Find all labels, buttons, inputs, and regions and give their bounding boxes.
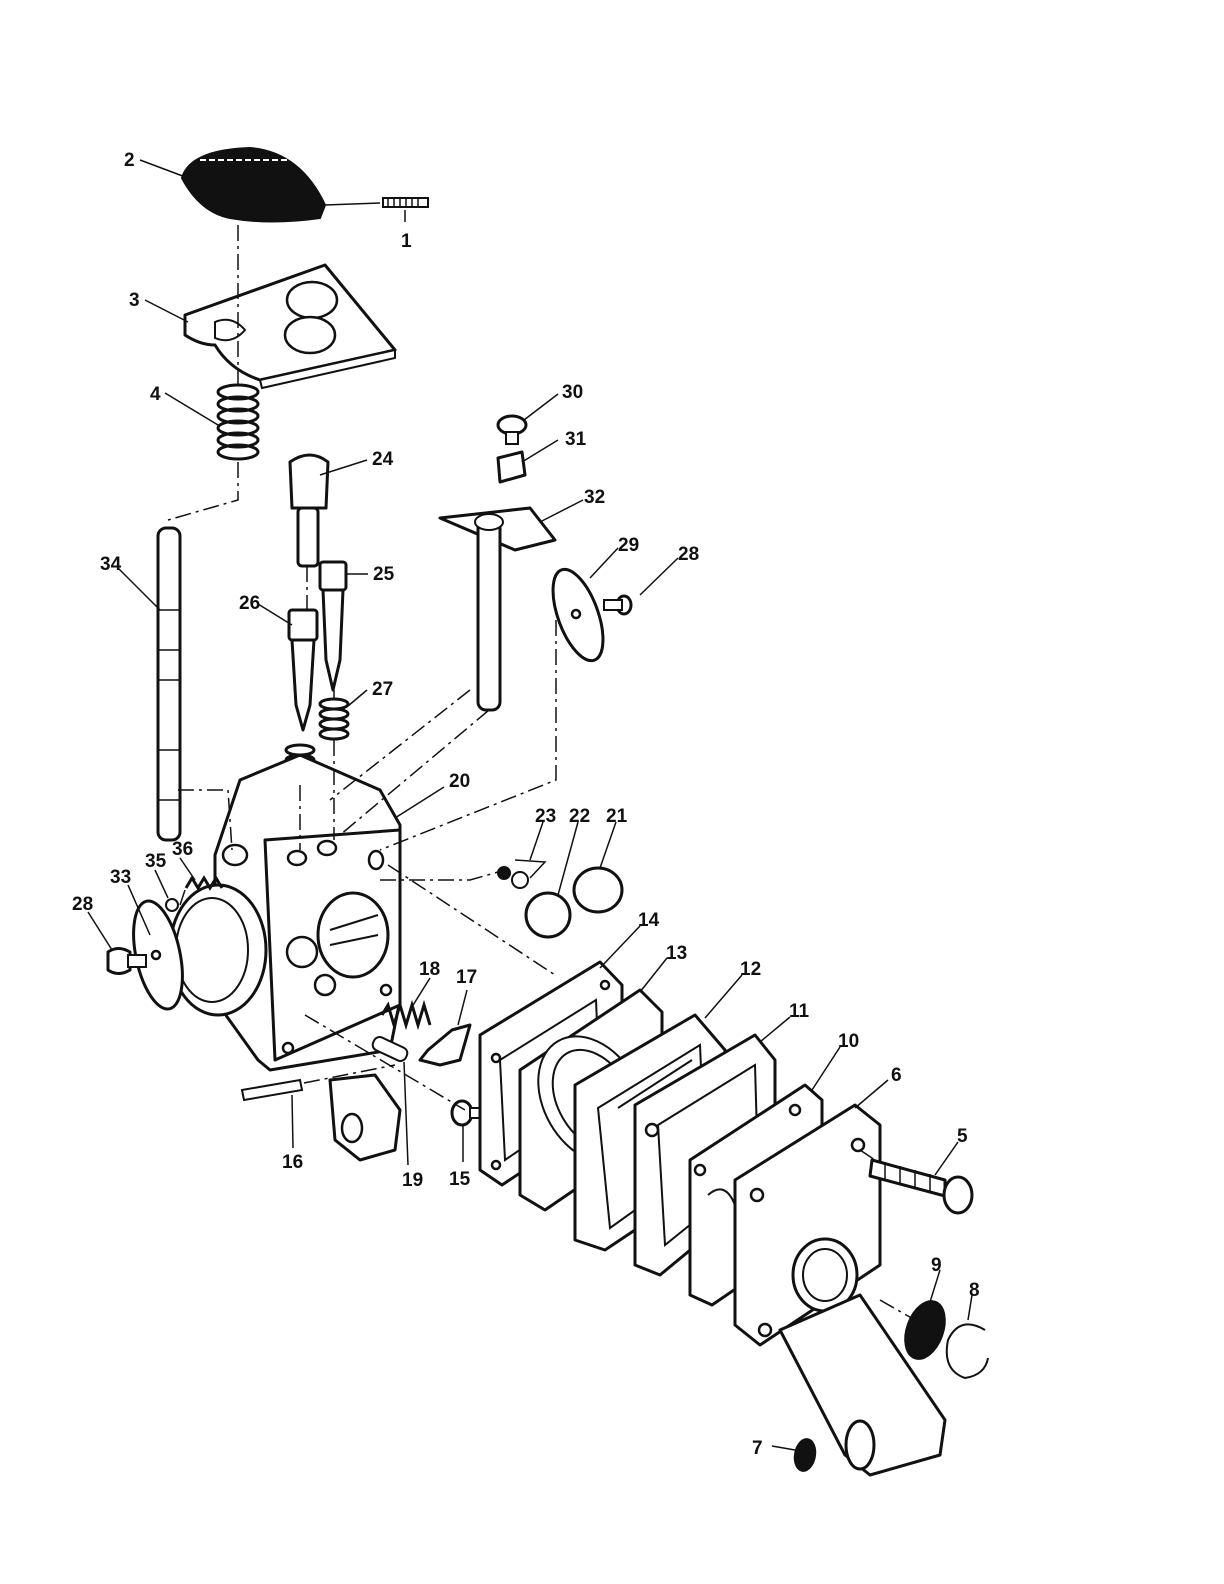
callout-3: 3 (129, 290, 140, 311)
callout-8: 8 (969, 1280, 980, 1301)
callout-16: 16 (282, 1152, 303, 1173)
part-28-screw-right (604, 596, 631, 614)
callout-26: 26 (239, 593, 260, 614)
part-16-pin (242, 1080, 302, 1100)
inlet-lever-arm (330, 1075, 400, 1160)
callout-24: 24 (372, 449, 394, 470)
part-22-welch-plug (526, 893, 570, 937)
callout-34: 34 (100, 554, 122, 575)
callout-23: 23 (535, 806, 556, 827)
callout-20: 20 (449, 771, 470, 792)
part-35-ball (166, 899, 178, 911)
callout-36: 36 (172, 839, 193, 860)
callout-21: 21 (606, 806, 628, 827)
part-9-filter-screen (898, 1296, 952, 1365)
part-34-shaft (158, 528, 180, 840)
part-7-washer (792, 1438, 817, 1473)
callout-2: 2 (124, 150, 135, 171)
part-2-cover (182, 148, 325, 222)
callout-25: 25 (373, 564, 395, 585)
part-31-lever (498, 452, 525, 482)
part-8-retaining-ring (947, 1324, 988, 1378)
callout-28-left: 28 (72, 894, 93, 915)
callout-11: 11 (789, 1001, 810, 1022)
callout-35: 35 (145, 851, 167, 872)
callout-6: 6 (891, 1065, 902, 1086)
part-25-needle (320, 562, 346, 690)
callout-9: 9 (931, 1255, 942, 1276)
callout-32: 32 (584, 487, 605, 508)
callout-33: 33 (110, 867, 131, 888)
callout-17: 17 (456, 967, 477, 988)
callout-4: 4 (150, 384, 161, 405)
callout-1: 1 (401, 231, 412, 252)
part-3-plate (185, 265, 395, 388)
callout-31: 31 (565, 429, 587, 450)
part-26-needle (289, 610, 317, 730)
callout-7: 7 (752, 1438, 763, 1459)
callout-13: 13 (666, 943, 687, 964)
callout-30: 30 (562, 382, 583, 403)
callout-27: 27 (372, 679, 393, 700)
callout-5: 5 (957, 1126, 968, 1147)
part-23-screen (498, 860, 545, 888)
part-4-spring (218, 385, 258, 459)
callout-22: 22 (569, 806, 590, 827)
callout-12: 12 (740, 959, 761, 980)
part-32-throttle-shaft (440, 508, 555, 710)
callout-14: 14 (638, 910, 660, 931)
part-1-screw (383, 198, 428, 207)
callout-15: 15 (449, 1169, 471, 1190)
callout-28-right: 28 (678, 544, 699, 565)
callout-19: 19 (402, 1170, 423, 1191)
callout-18: 18 (419, 959, 440, 980)
callout-29: 29 (618, 535, 639, 556)
part-17-lever (420, 1025, 470, 1065)
part-24-screw (290, 455, 328, 566)
part-5-screw (870, 1160, 972, 1213)
callout-10: 10 (838, 1031, 859, 1052)
part-29-throttle-plate (543, 563, 613, 667)
throttle-bore (170, 885, 266, 1015)
part-21-welch-plug (574, 868, 622, 912)
part-30-screw (498, 416, 526, 444)
